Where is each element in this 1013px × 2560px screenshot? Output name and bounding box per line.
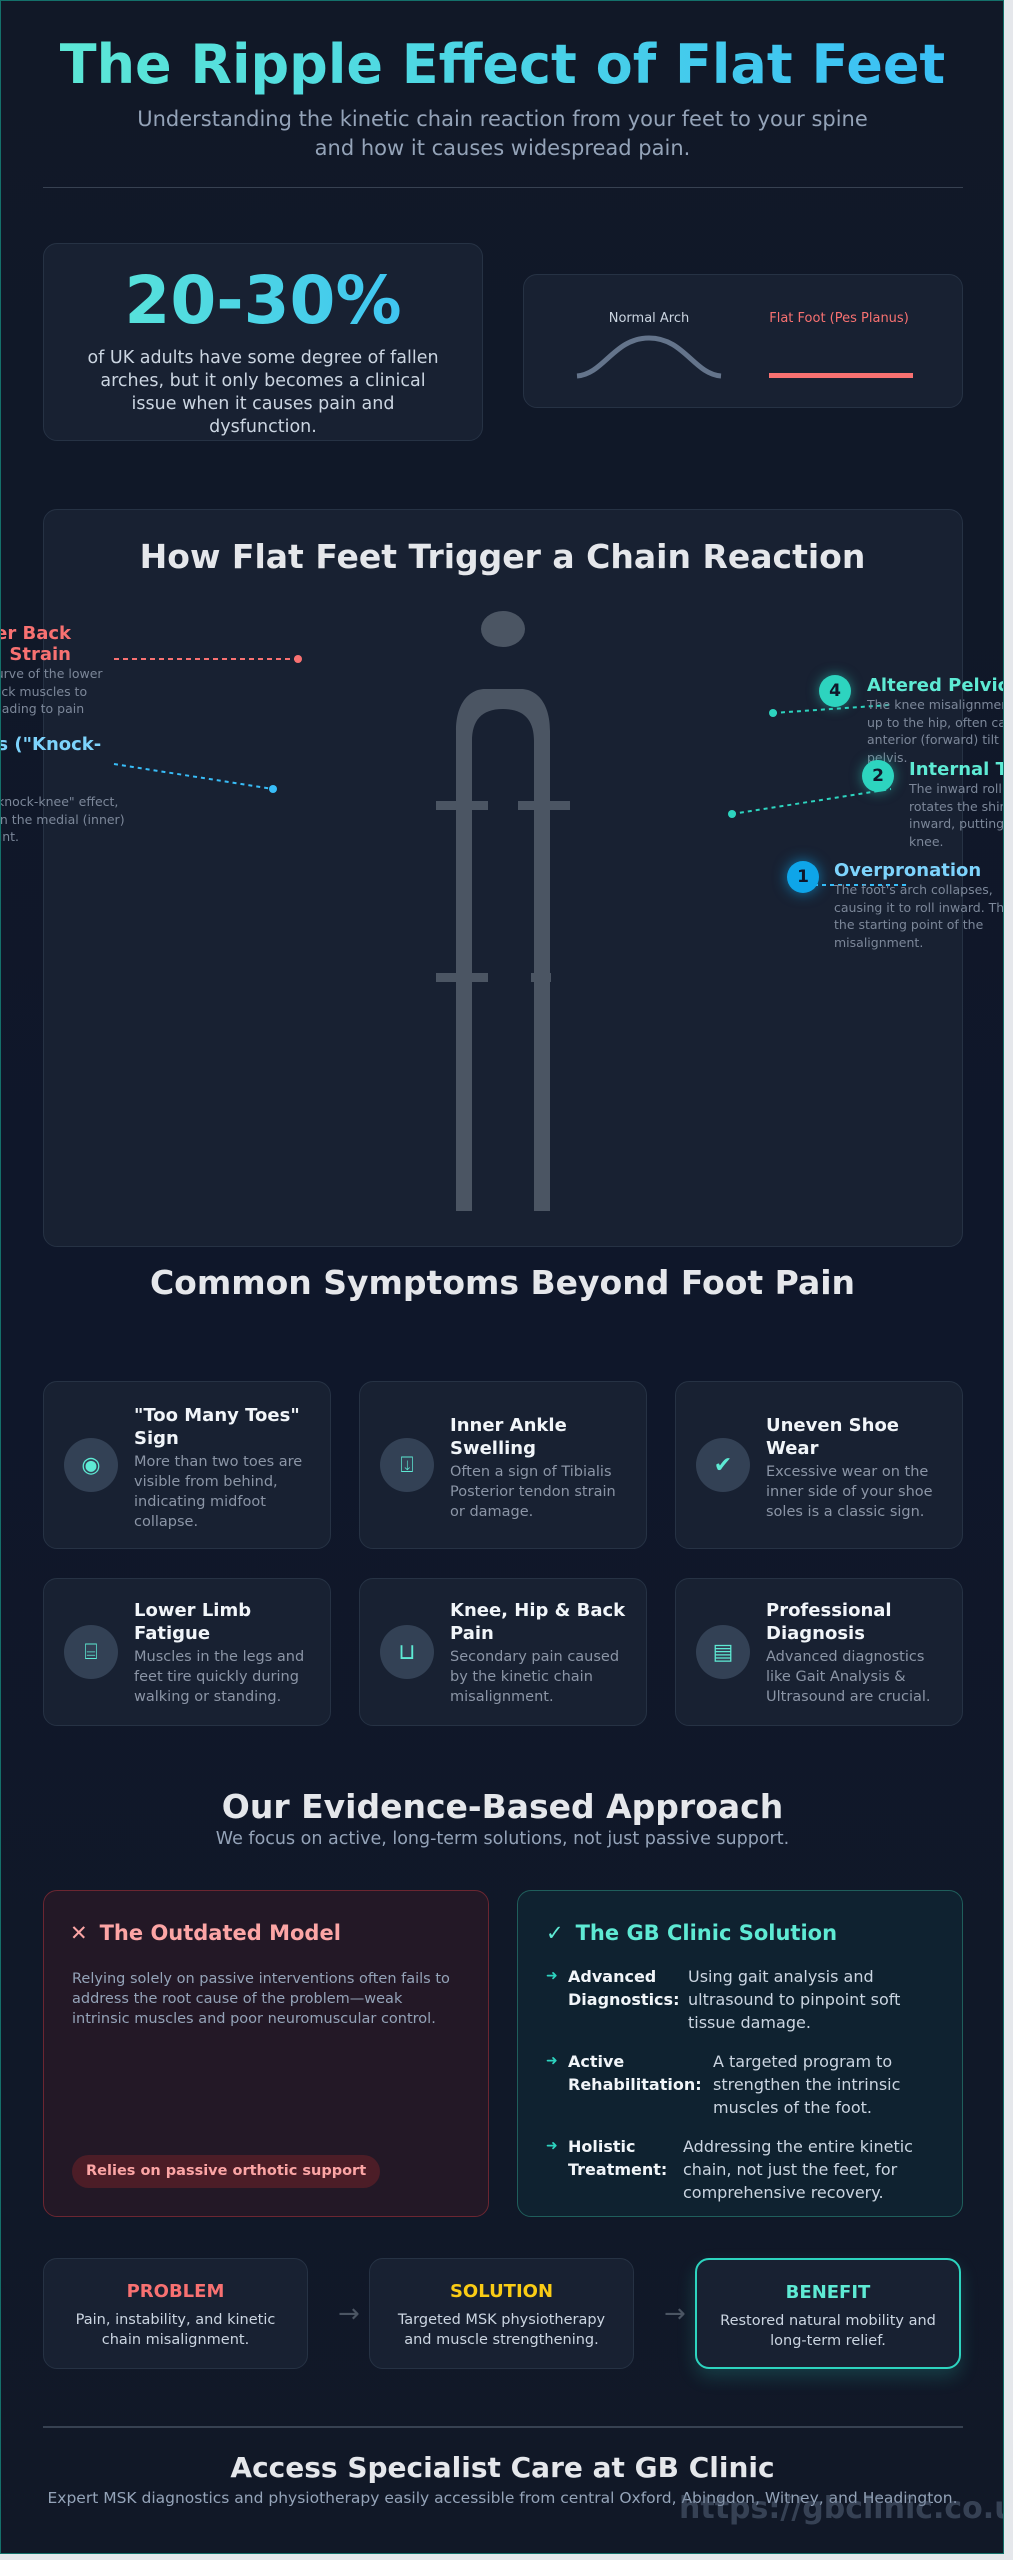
solution-text: A targeted program to strengthen the int… — [713, 2052, 901, 2117]
symptom-text: Excessive wear on the inner side of your… — [766, 1464, 933, 1520]
approach-subtitle: We focus on active, long-term solutions,… — [215, 1829, 790, 1849]
flow-step-problem: PROBLEM Pain, instability, and kinetic ch… — [43, 2258, 308, 2369]
arrow-right-icon: ➜ — [546, 2138, 558, 2154]
check-badge-icon: ✔ — [696, 1438, 750, 1492]
chain-label-lower-back: Lower Back Strain Increases the curve of… — [1, 623, 103, 716]
symptom-title: Inner Ankle Swelling — [450, 1415, 567, 1459]
approach-title: Our Evidence-Based Approach — [221, 1787, 784, 1826]
solution-text: Addressing the entire kinetic chain, not… — [683, 2137, 913, 2202]
flow-text: Restored natural mobility and long-term … — [720, 2313, 936, 2349]
divider — [43, 187, 963, 188]
symptoms-title: Common Symptoms Beyond Foot Pain — [149, 1263, 856, 1302]
flow-text: Pain, instability, and kinetic chain mis… — [75, 2312, 276, 2348]
normal-arch-curve — [576, 335, 722, 379]
arrow-right-icon: → — [664, 2299, 686, 2329]
swelling-icon: ⍗ — [380, 1438, 434, 1492]
flow-title: SOLUTION — [449, 2281, 554, 2302]
flat-foot-line — [769, 373, 913, 378]
footer-title: Access Specialist Care at GB Clinic — [230, 2451, 775, 2484]
step-4-badge: 4 — [819, 675, 851, 707]
outdated-model-card: ✕ The Outdated Model Relying solely on pa… — [43, 1890, 489, 2217]
flow-step-solution: SOLUTION Targeted MSK physiotherapy and m… — [369, 2258, 634, 2369]
solution-label: Holistic Treatment: — [568, 2137, 668, 2179]
step-2-badge: 2 — [862, 760, 894, 792]
pain-icon: ⊔ — [380, 1625, 434, 1679]
symptom-text: Muscles in the legs and feet tire quickl… — [134, 1649, 305, 1705]
passive-support-pill: Relies on passive orthotic support — [72, 2155, 381, 2188]
footer-text: Expert MSK diagnostics and physiotherapy… — [47, 2489, 958, 2507]
symptom-title: Lower Limb Fatigue — [134, 1600, 252, 1644]
stat-card: 20-30% of UK adults have some degree of … — [43, 243, 483, 441]
stat-value: 20-30% — [44, 262, 482, 339]
outdated-model-title: The Outdated Model — [99, 1921, 341, 1945]
page-subtitle: Understanding the kinetic chain reaction… — [137, 107, 868, 160]
arrow-right-icon: ➜ — [546, 1968, 558, 1984]
flow-title: PROBLEM — [126, 2281, 225, 2302]
solution-item: ➜ Active Rehabilitation: A targeted progra… — [546, 2050, 934, 2119]
symptom-text: More than two toes are visible from behi… — [134, 1454, 303, 1530]
arch-comparison-card: Normal Arch Flat Foot (Pes Planus) — [523, 274, 963, 408]
symptom-text: Often a sign of Tibialis Posterior tendo… — [450, 1464, 616, 1520]
connector-lines — [113, 655, 906, 886]
body-figure — [436, 611, 570, 1211]
solution-item: ➜ Advanced Diagnostics:Using gait analysi… — [546, 1965, 934, 2034]
symptom-title: Uneven Shoe Wear — [766, 1415, 900, 1459]
solution-label: Active Rehabilitation: — [568, 2052, 702, 2094]
x-icon: ✕ — [70, 1921, 88, 1945]
solution-text: Using gait analysis and ultrasound to pi… — [688, 1967, 901, 2032]
check-icon: ✓ — [546, 1921, 564, 1945]
chain-label-knee-valgus: Knee Valgus ("Knock-Knees") This can cau… — [0, 734, 125, 844]
step-1-badge: 1 — [787, 861, 819, 893]
flow-title: BENEFIT — [785, 2282, 871, 2303]
symptom-title: "Too Many Toes" Sign — [134, 1405, 300, 1449]
watermark: https://gbclinic.co.uk — [679, 2491, 1004, 2526]
flat-foot-label: Flat Foot (Pes Planus) — [769, 311, 909, 326]
symptom-text: Advanced diagnostics like Gait Analysis … — [766, 1649, 931, 1705]
flow-text: Targeted MSK physiotherapy and muscle st… — [397, 2312, 606, 2348]
page-title: The Ripple Effect of Flat Feet — [1, 33, 1003, 96]
symptom-title: Professional Diagnosis — [766, 1600, 892, 1644]
fatigue-icon: ⌸ — [64, 1625, 118, 1679]
normal-arch-label: Normal Arch — [608, 311, 690, 326]
gb-solution-card: ✓ The GB Clinic Solution ➜ Advanced Diagno… — [517, 1890, 963, 2217]
outdated-model-text: Relying solely on passive interventions … — [72, 1971, 450, 2027]
stat-text: of UK adults have some degree of fallen … — [87, 348, 439, 437]
solution-label: Advanced Diagnostics: — [568, 1967, 680, 2009]
gb-solution-title: The GB Clinic Solution — [575, 1921, 838, 1945]
solution-item: ➜ Holistic Treatment: Addressing the entir… — [546, 2135, 934, 2204]
arrow-right-icon: → — [338, 2299, 360, 2329]
eye-icon: ◉ — [64, 1438, 118, 1492]
arrow-right-icon: ➜ — [546, 2053, 558, 2069]
document-icon: ▤ — [696, 1625, 750, 1679]
chain-label-overpronation: Overpronation The foot's arch collapses,… — [834, 860, 1004, 950]
chain-label-tibial-rotation: Internal Tibial Rotation The inward roll… — [909, 759, 1004, 849]
chain-label-pelvic-tilt: Altered Pelvic Tilt The knee misalignmen… — [867, 675, 1004, 765]
symptom-text: Secondary pain caused by the kinetic cha… — [450, 1649, 620, 1705]
symptom-title: Knee, Hip & Back Pain — [450, 1600, 626, 1644]
chain-title: How Flat Feet Trigger a Chain Reaction — [139, 537, 866, 576]
divider — [43, 2426, 963, 2428]
flow-step-benefit: BENEFIT Restored natural mobility and lon… — [695, 2258, 961, 2369]
